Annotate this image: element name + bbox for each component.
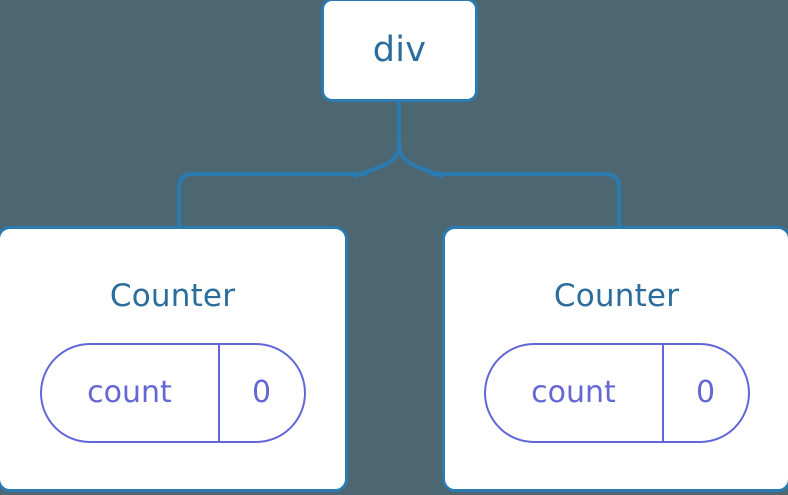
node-counter-right-label: Counter <box>553 278 680 314</box>
connector-stem-right <box>397 141 444 178</box>
state-value-left: 0 <box>251 375 272 410</box>
state-pill-left[interactable]: count 0 <box>39 343 306 443</box>
state-divider-right <box>661 345 664 441</box>
state-key-left: count <box>87 375 172 410</box>
state-divider-left <box>217 345 220 441</box>
connector-branch-right <box>430 172 621 230</box>
node-counter-right[interactable]: Counter count 0 <box>442 226 788 492</box>
state-value-right: 0 <box>695 375 716 410</box>
node-counter-left-label: Counter <box>109 278 236 314</box>
node-div-label: div <box>372 29 427 70</box>
node-counter-left[interactable]: Counter count 0 <box>0 226 348 492</box>
state-pill-right[interactable]: count 0 <box>483 343 750 443</box>
connector-branch-left <box>177 172 368 230</box>
state-key-right: count <box>531 375 616 410</box>
node-div[interactable]: div <box>321 0 478 102</box>
connector-stem-left <box>354 97 401 178</box>
